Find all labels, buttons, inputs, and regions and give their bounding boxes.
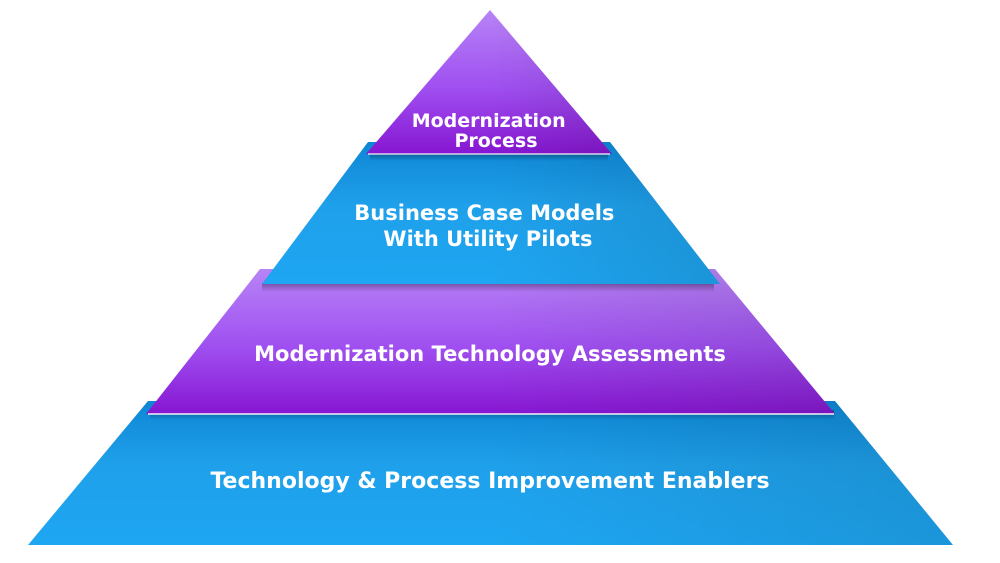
level-2-shade xyxy=(490,142,720,284)
level-2: Business Case Models With Utility Pilots xyxy=(262,142,720,284)
level-4-label-line-1: Technology & Process Improvement Enabler… xyxy=(210,469,769,494)
level-2-label-line-1: Business Case Models xyxy=(354,201,614,225)
level-3-label: Modernization Technology Assessments xyxy=(254,342,726,366)
level-2-label-line-2: With Utility Pilots xyxy=(383,227,592,251)
level-3-label-line-1: Modernization Technology Assessments xyxy=(254,342,726,366)
level-3: Modernization Technology Assessments xyxy=(146,269,835,415)
level-1-label-line-1: Modernization xyxy=(412,110,566,132)
level-4-shade xyxy=(490,401,953,545)
level-1-label-line-2: Process xyxy=(454,130,537,152)
level-2-label: Business Case Models With Utility Pilots xyxy=(354,201,621,251)
level-1-label: Modernization Process xyxy=(412,110,573,152)
level-1-shade xyxy=(490,10,612,154)
level-4-label: Technology & Process Improvement Enabler… xyxy=(210,469,769,494)
level-2-top-shadow xyxy=(370,153,608,161)
level-3-shade xyxy=(490,269,835,414)
level-3-top-shadow xyxy=(262,283,714,292)
level-4: Technology & Process Improvement Enabler… xyxy=(28,401,953,545)
level-1: Modernization Process xyxy=(366,10,612,155)
